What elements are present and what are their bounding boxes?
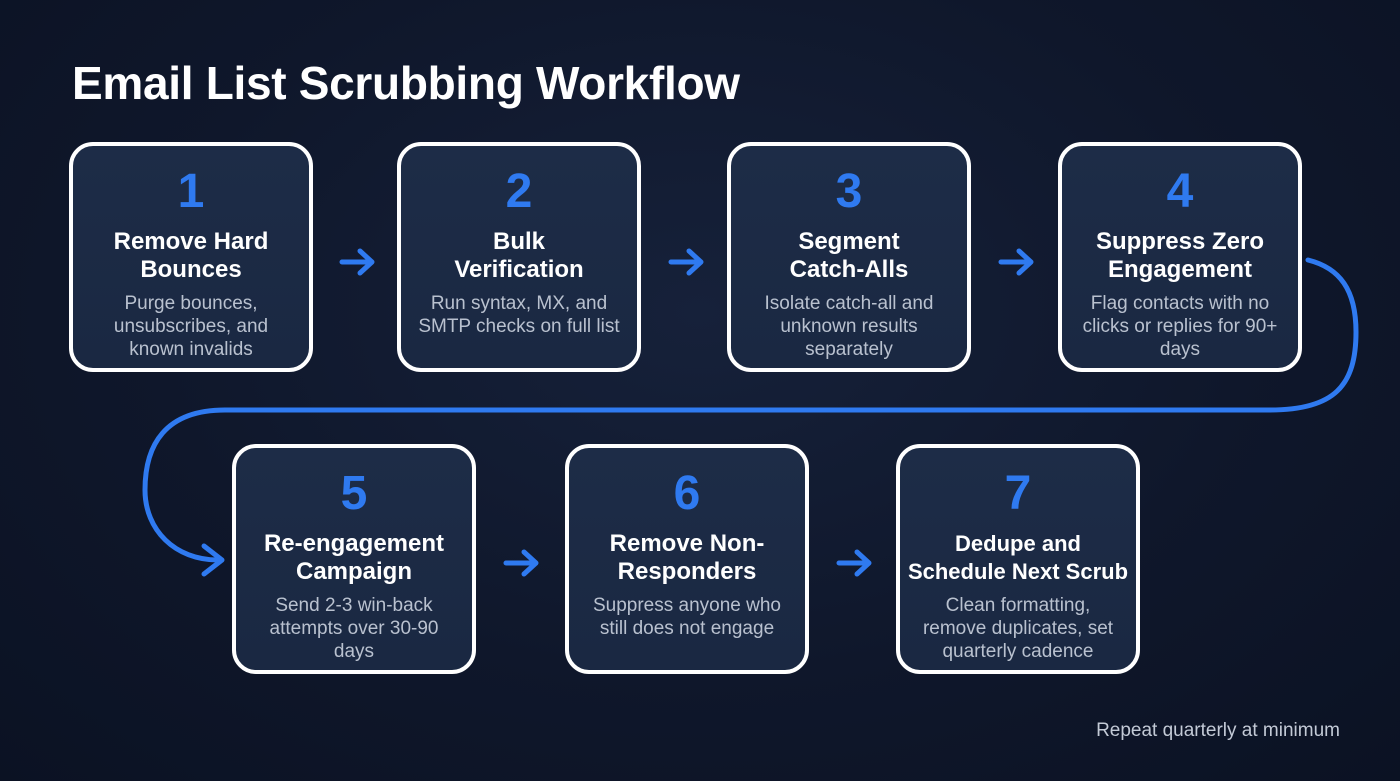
step-description: Send 2-3 win-back attempts over 30-90 da… [269, 595, 439, 662]
step-number: 6 [673, 467, 701, 520]
step-description: Flag contacts with no clicks or replies … [1082, 293, 1278, 360]
step-description: Clean formatting, remove duplicates, set… [922, 595, 1114, 662]
step-number: 2 [505, 165, 533, 218]
step-title: Suppress Zero Engagement [1095, 228, 1265, 283]
page-title: Email List Scrubbing Workflow [72, 57, 740, 109]
footer-note: Repeat quarterly at minimum [1096, 720, 1340, 741]
step-number: 4 [1166, 165, 1194, 218]
arrow-right-icon [503, 549, 539, 577]
step-number: 5 [340, 467, 368, 520]
step-title: Remove Hard Bounces [113, 228, 269, 283]
step-title: Bulk Verification [454, 228, 584, 283]
step-card-5: 5 Re-engagement Campaign Send 2-3 win-ba… [232, 444, 476, 674]
step-card-4: 4 Suppress Zero Engagement Flag contacts… [1058, 142, 1302, 372]
arrow-right-icon [836, 549, 872, 577]
step-title: Remove Non- Responders [609, 530, 765, 585]
step-number: 3 [835, 165, 863, 218]
step-description: Run syntax, MX, and SMTP checks on full … [418, 293, 620, 337]
step-title: Dedupe and Schedule Next Scrub [907, 531, 1129, 584]
arrow-right-icon [998, 248, 1034, 276]
step-description: Suppress anyone who still does not engag… [592, 595, 781, 639]
arrow-right-icon [668, 248, 704, 276]
step-card-6: 6 Remove Non- Responders Suppress anyone… [565, 444, 809, 674]
step-description: Purge bounces, unsubscribes, and known i… [113, 293, 269, 360]
arrow-right-icon [339, 248, 375, 276]
step-card-2: 2 Bulk Verification Run syntax, MX, and … [397, 142, 641, 372]
step-card-7: 7 Dedupe and Schedule Next Scrub Clean f… [896, 444, 1140, 674]
step-card-1: 1 Remove Hard Bounces Purge bounces, uns… [69, 142, 313, 372]
step-title: Segment Catch-Alls [789, 228, 909, 283]
step-number: 1 [177, 165, 205, 218]
step-description: Isolate catch-all and unknown results se… [764, 293, 934, 360]
step-title: Re-engagement Campaign [263, 530, 445, 585]
step-card-3: 3 Segment Catch-Alls Isolate catch-all a… [727, 142, 971, 372]
step-number: 7 [1004, 467, 1032, 520]
